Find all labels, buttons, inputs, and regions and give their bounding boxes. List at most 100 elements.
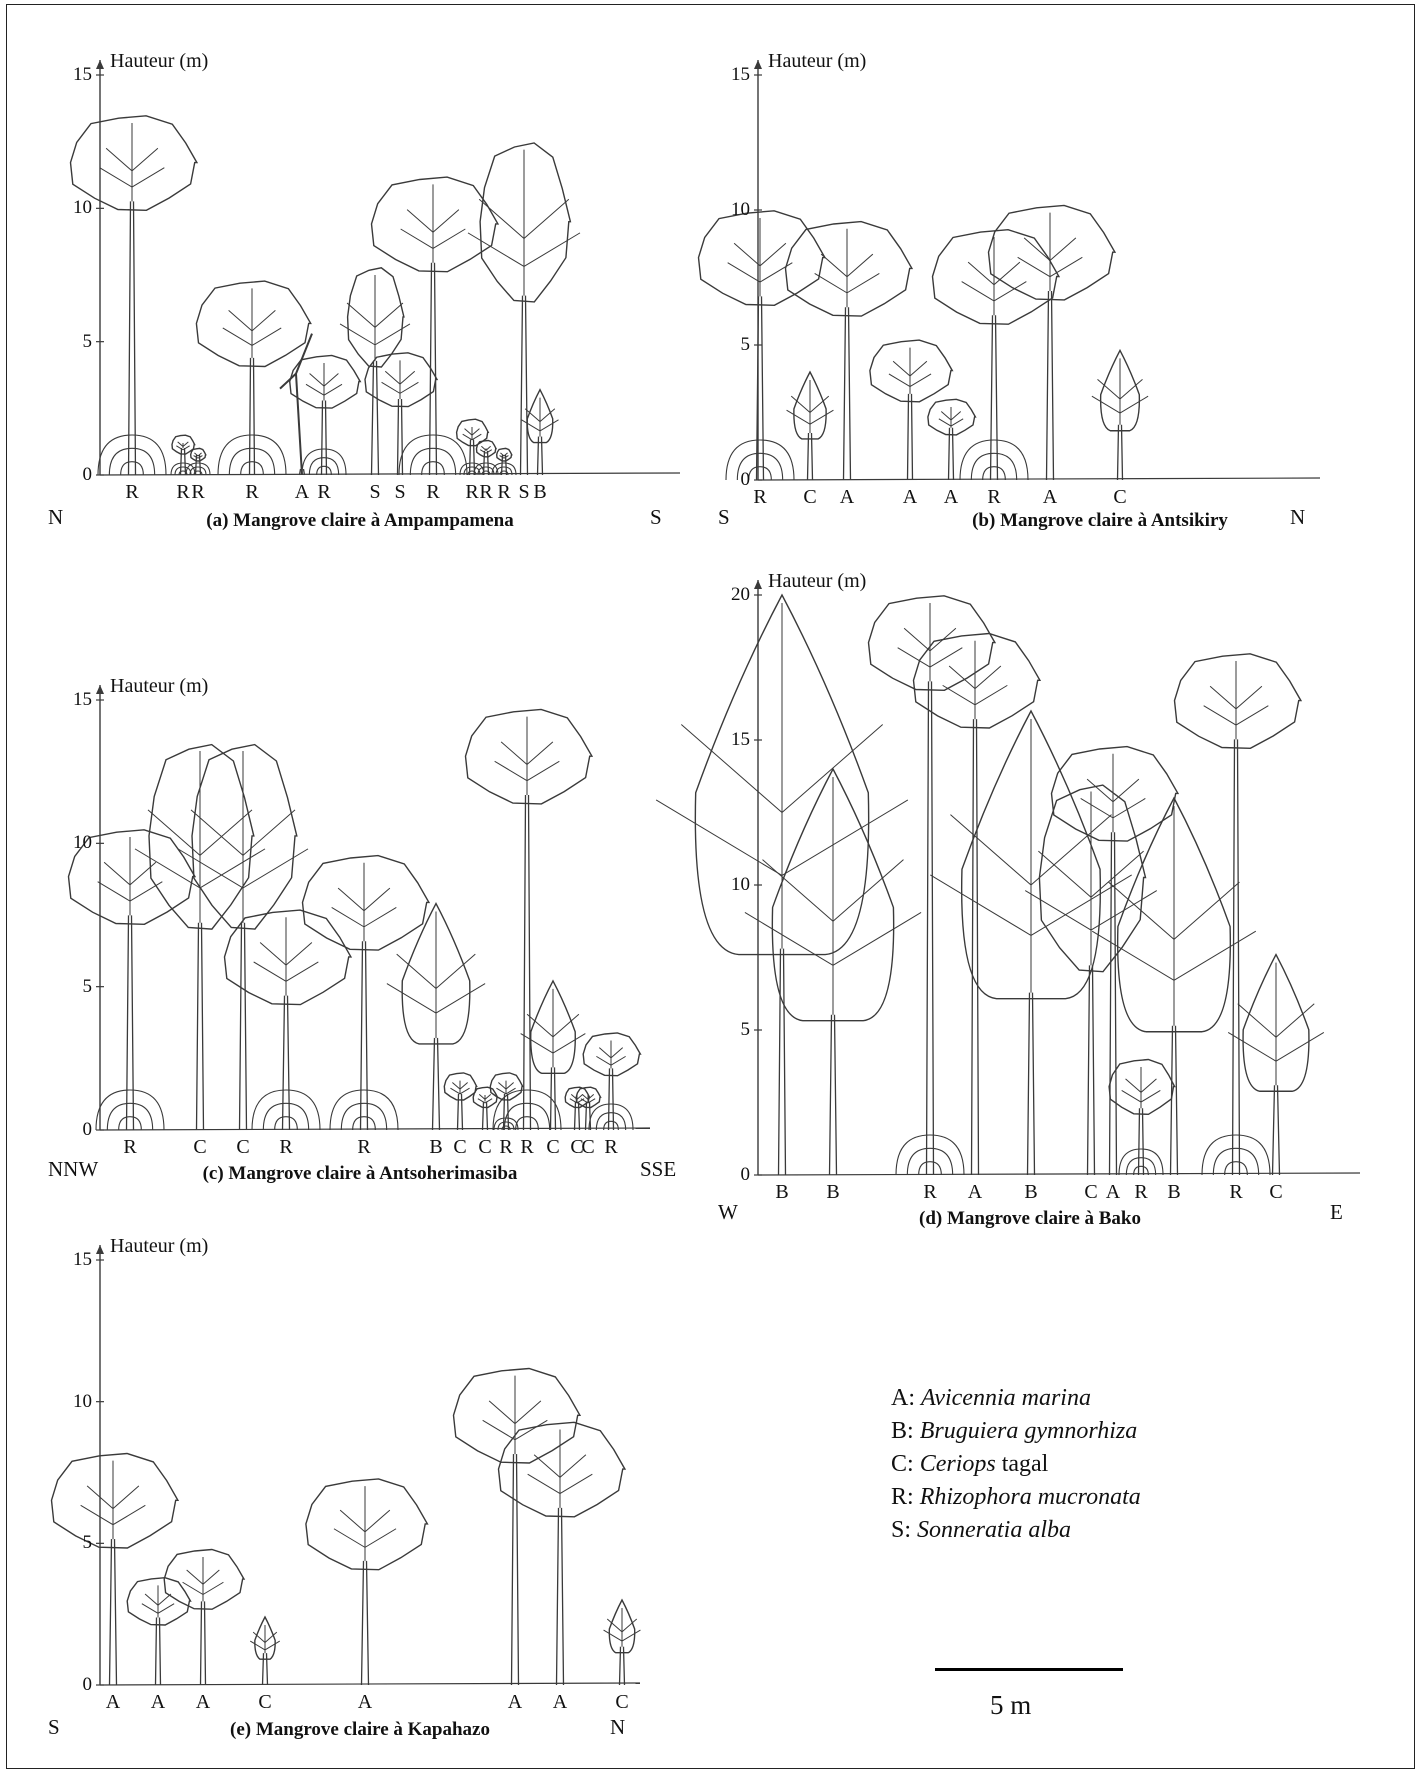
y-axis-label: Hauteur (m) (768, 570, 866, 593)
y-tick-label: 5 (62, 1532, 92, 1554)
y-tick-label: 5 (62, 976, 92, 998)
panel-c: 051015Hauteur (m)RCCRRBCCRRCCCRNNWSSE(c)… (40, 660, 700, 1160)
species-legend: A: Avicennia marina B: Bruguiera gymnorh… (891, 1382, 1141, 1547)
tree-R (372, 177, 498, 475)
direction-label-left: N (48, 505, 63, 530)
species-label: B (821, 1181, 845, 1204)
species-label: R (186, 481, 210, 504)
y-tick-label: 0 (62, 1674, 92, 1696)
tree-C (1025, 785, 1157, 1175)
species-label: R (421, 481, 445, 504)
tree-R (933, 230, 1059, 480)
y-tick-label: 0 (720, 1164, 750, 1186)
y-tick-label: 10 (62, 832, 92, 854)
species-label: R (515, 1136, 539, 1159)
legend-item-avicennia: A: Avicennia marina (891, 1382, 1141, 1415)
species-label: C (541, 1136, 565, 1159)
tree-C (444, 1073, 476, 1130)
species-label: B (1019, 1181, 1043, 1204)
tree-R (1175, 654, 1301, 1175)
species-label: B (770, 1181, 794, 1204)
species-label: C (798, 486, 822, 509)
species-label: B (424, 1136, 448, 1159)
ground-line (758, 478, 1320, 480)
species-label: A (101, 1691, 125, 1714)
species-label: A (939, 486, 963, 509)
species-label: A (353, 1691, 377, 1714)
species-label: A (191, 1691, 215, 1714)
tree-R (225, 910, 351, 1130)
species-label: R (982, 486, 1006, 509)
species-label: R (312, 481, 336, 504)
species-label: S (363, 481, 387, 504)
species-label: A (963, 1181, 987, 1204)
species-label: C (1264, 1181, 1288, 1204)
direction-label-right: N (610, 1715, 625, 1740)
y-tick-label: 15 (720, 64, 750, 86)
tree-A (52, 1454, 178, 1686)
legend-item-ceriops: C: Ceriops tagal (891, 1448, 1141, 1481)
y-tick-label: 10 (62, 1391, 92, 1413)
species-label: C (188, 1136, 212, 1159)
species-label: B (1162, 1181, 1186, 1204)
species-label: R (240, 481, 264, 504)
species-label: R (352, 1136, 376, 1159)
species-label: R (748, 486, 772, 509)
species-label: R (120, 481, 144, 504)
species-label: A (898, 486, 922, 509)
profile-drawing-e (40, 1225, 700, 1755)
species-label: C (448, 1136, 472, 1159)
species-label: C (576, 1136, 600, 1159)
tree-C (604, 1600, 641, 1685)
y-tick-label: 0 (720, 469, 750, 491)
tree-A (989, 205, 1115, 480)
tree-S (340, 268, 410, 475)
y-axis-arrow (96, 685, 104, 694)
tree-R (869, 596, 995, 1175)
y-tick-label: 10 (720, 199, 750, 221)
species-label: C (253, 1691, 277, 1714)
species-label: S (388, 481, 412, 504)
species-label: C (1108, 486, 1132, 509)
y-tick-label: 5 (62, 331, 92, 353)
tree-A (306, 1479, 428, 1685)
species-label: C (231, 1136, 255, 1159)
species-label: R (274, 1136, 298, 1159)
direction-label-left: S (718, 505, 730, 530)
scale-bar (935, 1668, 1123, 1671)
y-axis-arrow (754, 60, 762, 69)
tree-C (473, 1087, 497, 1130)
y-axis-arrow (96, 1245, 104, 1254)
species-label: R (918, 1181, 942, 1204)
tree-A (164, 1550, 244, 1686)
direction-label-right: E (1330, 1200, 1343, 1225)
tree-C (1228, 955, 1324, 1175)
y-tick-label: 15 (720, 729, 750, 751)
profile-drawing-b (710, 20, 1375, 540)
tree-R (583, 1033, 640, 1130)
species-label: A (1038, 486, 1062, 509)
direction-label-right: SSE (640, 1157, 676, 1182)
tree-R (466, 709, 592, 1130)
legend-item-bruguiera: B: Bruguiera gymnorhiza (891, 1415, 1141, 1448)
panel-caption: (e) Mangrove claire à Kapahazo (160, 1719, 560, 1741)
species-label: A (548, 1691, 572, 1714)
y-tick-label: 5 (720, 334, 750, 356)
y-axis-arrow (96, 60, 104, 69)
y-tick-label: 15 (62, 689, 92, 711)
tree-R (196, 281, 310, 475)
tree-A (786, 222, 912, 480)
tree-A (280, 334, 312, 475)
panel-caption: (d) Mangrove claire à Bako (830, 1208, 1230, 1230)
y-axis-arrow (754, 580, 762, 589)
legend-item-rhizophora: R: Rhizophora mucronata (891, 1481, 1141, 1514)
panel-caption: (c) Mangrove claire à Antsoherimasiba (160, 1163, 560, 1185)
species-label: C (1079, 1181, 1103, 1204)
panel-d: 05101520Hauteur (m)BBRABCARBRCWE(d) Mang… (710, 545, 1375, 1225)
profile-drawing-c (40, 660, 700, 1160)
species-label: R (599, 1136, 623, 1159)
direction-label-left: W (718, 1200, 738, 1225)
